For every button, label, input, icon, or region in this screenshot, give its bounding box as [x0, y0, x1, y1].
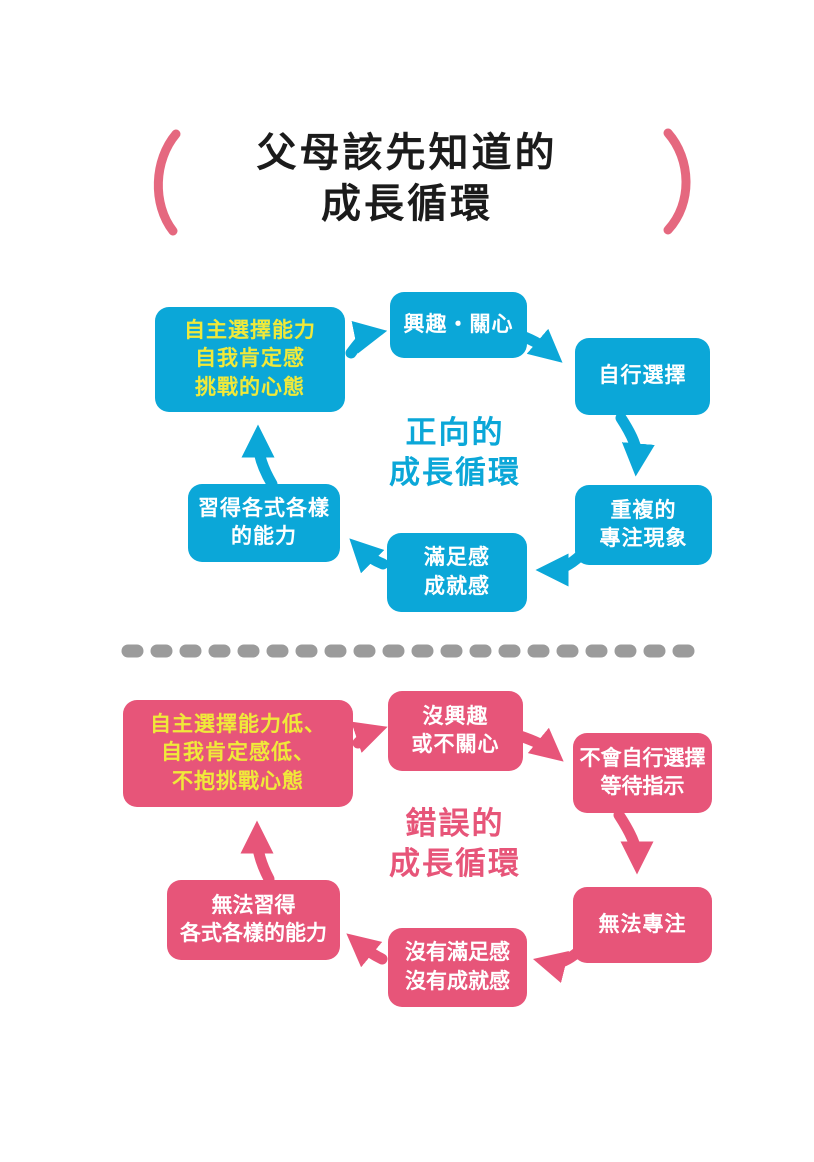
negative-box-no-satisfaction-line1: 沒有滿足感	[405, 941, 510, 965]
negative-box-no-self-choice: 不會自行選擇 等待指示	[573, 733, 712, 813]
negative-box-no-interest: 沒興趣 或不關心	[388, 691, 523, 771]
positive-box-satisfaction-line1: 滿足感	[424, 546, 490, 570]
negative-box-no-interest-line1: 沒興趣	[422, 704, 489, 728]
negative-box-outcome-line3: 不抱挑戰心態	[172, 769, 304, 793]
arrow-positive-outcome-to-interest-icon	[345, 321, 388, 359]
arrow-negative-nosatisfaction-to-noskills-icon	[346, 933, 388, 968]
positive-box-repeat-focus: 重複的 專注現象	[575, 485, 712, 565]
negative-box-no-interest-line2: 或不關心	[411, 733, 500, 756]
negative-box-no-focus-line1: 無法專注	[598, 912, 687, 936]
positive-box-outcome-line1: 自主選擇能力	[184, 319, 316, 343]
negative-cycle-label-line2: 成長循環	[389, 845, 521, 881]
positive-box-satisfaction: 滿足感 成就感	[387, 533, 527, 612]
arrow-negative-noskills-to-outcome-icon	[240, 820, 275, 885]
positive-box-outcome-line3: 挑戰的心態	[195, 375, 305, 399]
negative-box-no-satisfaction-line2: 沒有成就感	[405, 969, 510, 993]
positive-box-learn-skills-line2: 的能力	[231, 525, 297, 548]
positive-cycle-label-line1: 正向的	[405, 415, 505, 450]
positive-box-interest-line1: 興趣・關心	[403, 312, 514, 336]
page-title-line1: 父母該先知道的	[256, 131, 558, 175]
negative-box-no-skills-line1: 無法習得	[211, 893, 296, 917]
negative-cycle-label: 錯誤的 成長循環	[330, 804, 580, 883]
positive-box-satisfaction-line2: 成就感	[424, 574, 490, 598]
page-title: 父母該先知道的 成長循環	[93, 128, 721, 230]
negative-box-outcome-line1: 自主選擇能力低、	[150, 713, 326, 737]
negative-box-outcome: 自主選擇能力低、 自我肯定感低、 不抱挑戰心態	[123, 700, 353, 807]
negative-box-no-skills: 無法習得 各式各樣的能力	[167, 880, 340, 960]
positive-cycle-label: 正向的 成長循環	[330, 413, 580, 492]
negative-box-no-self-choice-line1: 不會自行選擇	[579, 746, 706, 770]
positive-box-outcome-line2: 自我肯定感	[195, 347, 305, 371]
arrow-positive-selfchoice-to-focus-icon	[615, 412, 655, 477]
positive-box-learn-skills-line1: 習得各式各樣	[198, 496, 330, 520]
negative-box-no-self-choice-line2: 等待指示	[600, 775, 685, 798]
positive-box-repeat-focus-line1: 重複的	[610, 498, 677, 522]
positive-cycle-label-line2: 成長循環	[389, 454, 521, 490]
positive-box-outcome: 自主選擇能力 自我肯定感 挑戰的心態	[155, 307, 345, 412]
arrow-positive-satisfaction-to-skills-icon	[349, 538, 389, 574]
positive-box-self-choice-line1: 自行選擇	[598, 364, 687, 388]
negative-box-no-satisfaction: 沒有滿足感 沒有成就感	[388, 928, 527, 1007]
negative-box-outcome-line2: 自我肯定感低、	[161, 741, 315, 765]
positive-box-repeat-focus-line2: 專注現象	[599, 527, 688, 550]
positive-box-self-choice: 自行選擇	[575, 338, 710, 415]
negative-cycle-label-line1: 錯誤的	[405, 806, 505, 841]
page-title-line2: 成長循環	[321, 182, 493, 227]
arrow-negative-nointerest-to-noselfchoice-icon	[514, 727, 564, 762]
negative-box-no-skills-line2: 各式各樣的能力	[180, 922, 327, 945]
negative-box-no-focus: 無法專注	[573, 887, 712, 963]
positive-box-interest: 興趣・關心	[390, 292, 527, 358]
arrow-negative-outcome-to-nointerest-icon	[351, 721, 388, 753]
arrow-negative-noselfchoice-to-nofocus-icon	[613, 809, 654, 875]
arrow-positive-skills-to-outcome-icon	[241, 424, 278, 490]
positive-box-learn-skills: 習得各式各樣 的能力	[188, 484, 340, 562]
